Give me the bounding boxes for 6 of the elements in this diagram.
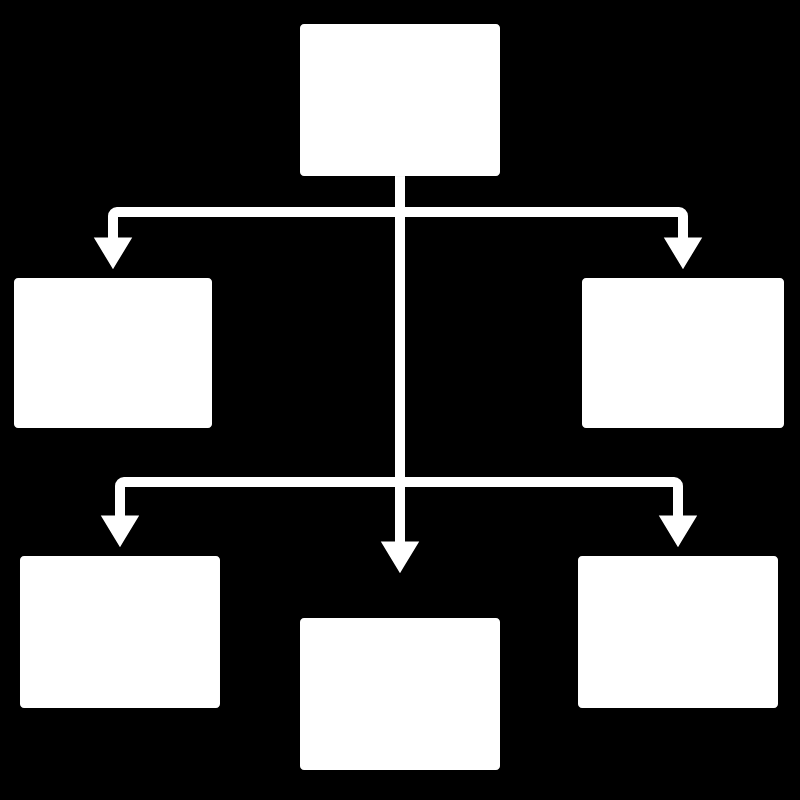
chart-box <box>14 278 212 428</box>
chart-box <box>582 278 784 428</box>
chart-box <box>300 618 500 770</box>
chart-box <box>20 556 220 708</box>
chart-box <box>300 24 500 176</box>
chart-box <box>578 556 778 708</box>
